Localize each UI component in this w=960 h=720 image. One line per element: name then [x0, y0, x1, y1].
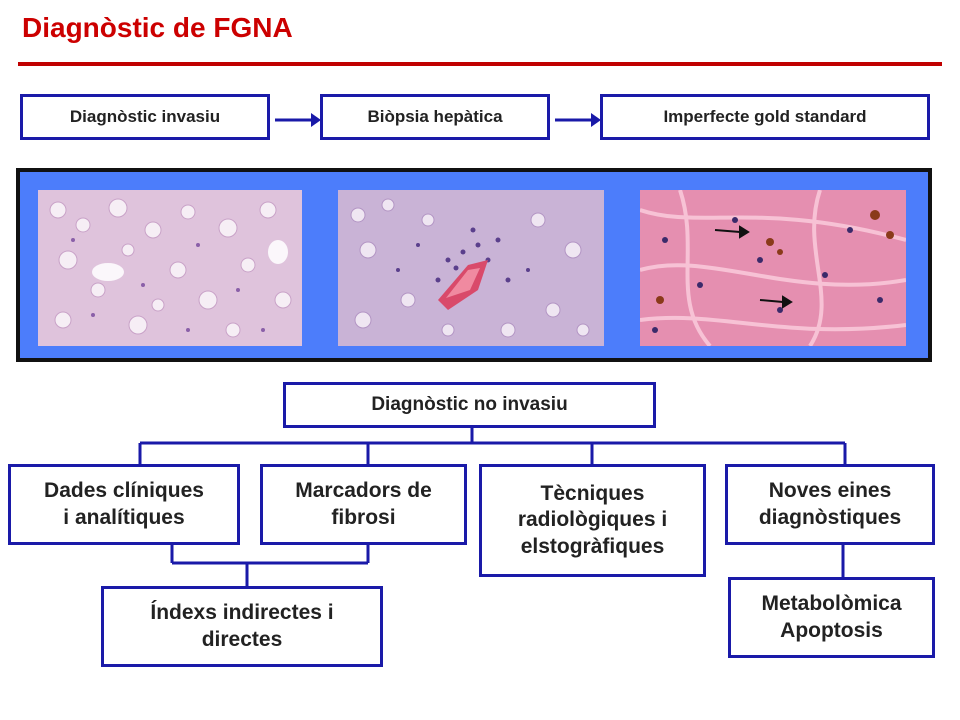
new-tools-box: Noves eines diagnòstiques [725, 464, 935, 545]
radiological-line3: elstogràfiques [520, 534, 665, 558]
clinical-data-line1: Dades clíniques [44, 479, 204, 503]
new-tools-line2: diagnòstiques [758, 505, 902, 529]
new-tools-line1: Noves eines [768, 479, 892, 503]
arrow-right-icon [555, 113, 601, 127]
radiological-line1: Tècniques [540, 482, 645, 506]
noninvasive-diagnosis-label: Diagnòstic no invasiu [371, 394, 568, 416]
fibrosis-markers-line1: Marcadors de [295, 479, 432, 503]
liver-biopsy-label: Biòpsia hepàtica [367, 107, 503, 127]
clinical-data-line2: i analítiques [63, 505, 185, 529]
indexes-box: Índexs indirectes i directes [101, 586, 383, 667]
clinical-data-box: Dades clíniques i analítiques [8, 464, 240, 545]
indexes-line1: Índexs indirectes i [150, 601, 334, 625]
indexes-line2: directes [201, 627, 283, 651]
fibrosis-markers-line2: fibrosi [331, 505, 396, 529]
histology-inflammation-image [338, 190, 604, 346]
title-divider [18, 62, 942, 66]
radiological-line2: radiològiques i [517, 508, 668, 532]
liver-biopsy-box: Biòpsia hepàtica [320, 94, 550, 140]
metabolomics-line2: Apoptosis [780, 618, 883, 642]
radiological-techniques-box: Tècniques radiològiques i elstogràfiques [479, 464, 706, 577]
metabolomics-box: Metabolòmica Apoptosis [728, 577, 935, 658]
invasive-diagnosis-label: Diagnòstic invasiu [69, 107, 221, 127]
noninvasive-diagnosis-box: Diagnòstic no invasiu [283, 382, 656, 428]
fibrosis-markers-box: Marcadors de fibrosi [260, 464, 467, 545]
metabolomics-line1: Metabolòmica [761, 592, 902, 616]
gold-standard-box: Imperfecte gold standard [600, 94, 930, 140]
gold-standard-label: Imperfecte gold standard [663, 107, 867, 127]
arrow-right-icon [275, 113, 321, 127]
histology-panel [16, 168, 932, 362]
histology-fibrosis-image [640, 190, 906, 346]
histology-steatosis-image [38, 190, 302, 346]
invasive-diagnosis-box: Diagnòstic invasiu [20, 94, 270, 140]
slide-title: Diagnòstic de FGNA [22, 12, 293, 43]
